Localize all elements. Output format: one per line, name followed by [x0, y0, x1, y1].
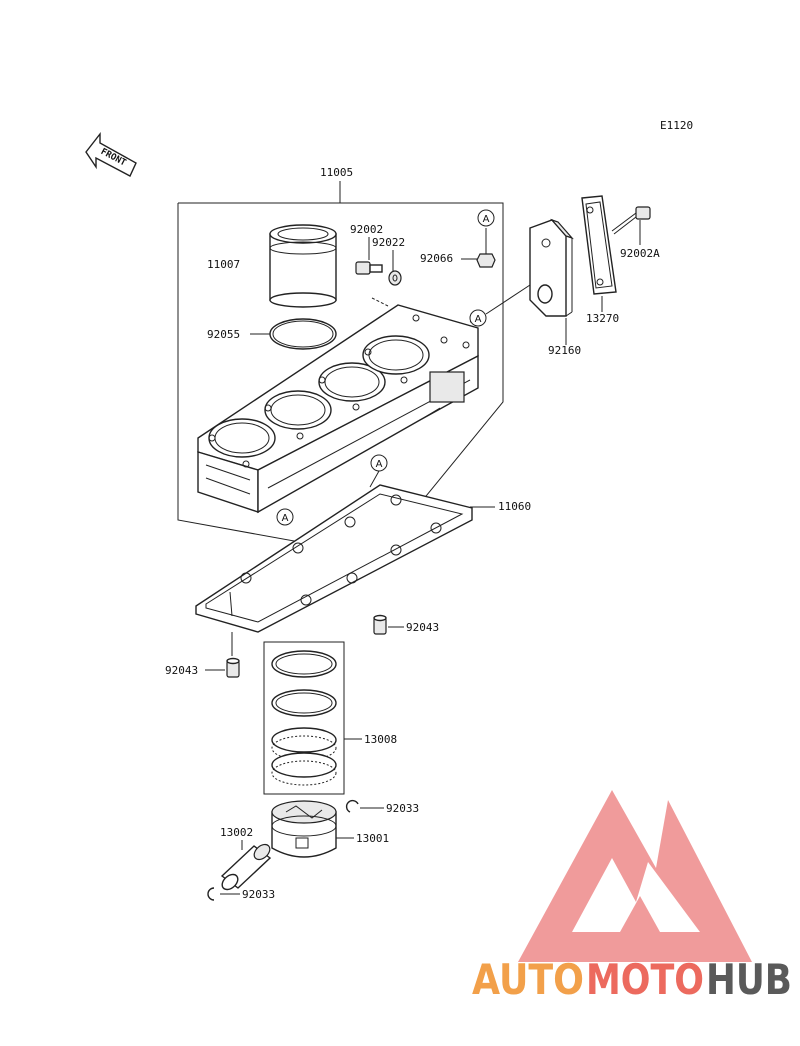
automotohub-wordmark: AUTO MOTO HUB: [472, 955, 792, 1004]
automotohub-logo-icon: [518, 790, 752, 962]
label-piston: 13001: [356, 832, 389, 845]
label-bolt-92002: 92002: [350, 223, 383, 236]
svg-text:A: A: [282, 513, 289, 524]
piston-13001: [271, 800, 337, 858]
dowel-pin-right: [373, 614, 387, 635]
label-pin: 13002: [220, 826, 253, 839]
diagram-code: E1120: [660, 119, 693, 132]
front-arrow-icon: FRONT: [85, 131, 137, 177]
ref-marker-top: A: [477, 209, 495, 227]
watermark-hub: HUB: [706, 955, 792, 1004]
watermark-moto: MOTO: [586, 955, 704, 1004]
circlip-bottom: [207, 887, 215, 901]
plate-13270: [581, 195, 617, 295]
circlip-top: [345, 799, 359, 813]
label-gasket: 11060: [498, 500, 531, 513]
nut-92066: [476, 253, 496, 268]
ref-marker-block-mid: A: [370, 454, 388, 472]
ref-marker-block-right: A: [469, 309, 487, 327]
cylinder-assy-bracket: [177, 202, 504, 557]
label-bracket: 92160: [548, 344, 581, 357]
label-ring-set: 13008: [364, 733, 397, 746]
label-bolt-92002a: 92002A: [620, 247, 660, 260]
label-oring: 92055: [207, 328, 240, 341]
dowel-pin-left: [226, 657, 240, 678]
svg-text:A: A: [483, 214, 490, 225]
label-dowel-left: 92043: [165, 664, 198, 677]
watermark-auto: AUTO: [472, 955, 584, 1004]
washer-92022: [388, 270, 402, 286]
label-circlip-top: 92033: [386, 802, 419, 815]
svg-text:A: A: [475, 314, 482, 325]
cylinder-block: [197, 304, 479, 514]
label-washer: 92022: [372, 236, 405, 249]
label-circlip-bottom: 92033: [242, 888, 275, 901]
label-dowel-right: 92043: [406, 621, 439, 634]
bracket-92160: [529, 218, 574, 317]
bolt-92002: [355, 261, 383, 275]
gasket-11060: [195, 484, 473, 633]
label-liner: 11007: [207, 258, 240, 271]
ref-marker-block-bottom: A: [276, 508, 294, 526]
label-plate: 13270: [586, 312, 619, 325]
label-cylinder-assy: 11005: [320, 166, 353, 179]
svg-text:A: A: [376, 459, 383, 470]
piston-pin-13002: [220, 843, 272, 891]
bolt-92002a: [611, 206, 651, 235]
label-nut: 92066: [420, 252, 453, 265]
piston-rings: [271, 650, 337, 786]
cylinder-liner: [269, 224, 337, 308]
ring-set-box: [263, 641, 345, 795]
oring: [269, 318, 337, 350]
